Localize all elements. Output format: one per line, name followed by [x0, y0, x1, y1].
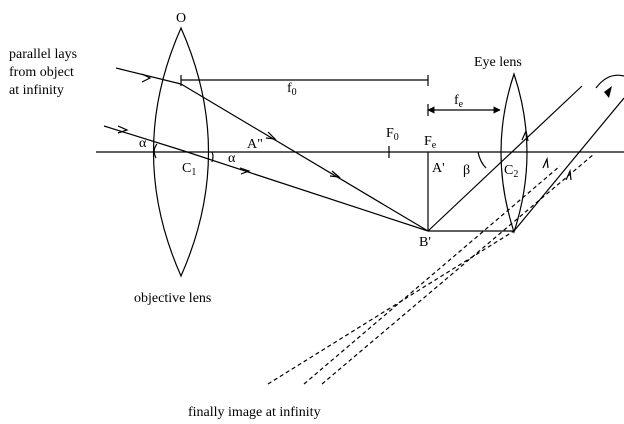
parallel-rays-label-3: at infinity: [9, 83, 64, 98]
beta-arc: [477, 151, 487, 169]
dashed-ray-1: [267, 230, 515, 385]
eye-icon-lid: [595, 74, 624, 89]
eye-icon-pupil: [604, 86, 612, 98]
ray-eye-arrow-1: [521, 129, 529, 142]
C2-label: C2: [504, 163, 518, 180]
objective-lens-label: objective lens: [134, 291, 211, 306]
eye-lens-shape: [500, 72, 528, 234]
beta-label: β: [463, 163, 470, 178]
alpha-left-label: α: [139, 136, 147, 151]
A-prime-label: A': [432, 161, 445, 176]
ray2-refracted: [180, 149, 429, 232]
ray1-arrow-c: [329, 170, 341, 178]
parallel-rays-label-2: from object: [9, 65, 74, 80]
parallel-rays-label-1: parallel lays: [9, 47, 77, 62]
alpha-right-label: α: [228, 151, 236, 166]
F0-label: F0: [386, 126, 399, 143]
objective-top-label: O: [176, 11, 186, 26]
ray2-incoming: [103, 125, 182, 151]
ray1-refracted: [180, 83, 429, 232]
ray1-incoming: [115, 67, 182, 85]
eye-lens-label: Eye lens: [474, 55, 522, 70]
f0-label: f0: [287, 81, 297, 98]
C1-label: C1: [182, 161, 196, 178]
dashed-ray-2: [303, 165, 561, 385]
ray1-arrow-a: [141, 73, 152, 83]
ray2-arrow-a: [117, 125, 129, 134]
emergent-ray-1: [513, 97, 624, 232]
final-image-label: finally image at infinity: [188, 405, 321, 420]
dashed-arrow-1: [542, 156, 549, 169]
objective-lens-shape: [152, 26, 210, 278]
Fe-label: Fe: [424, 134, 437, 151]
ray1-arrow-b: [265, 131, 277, 140]
A-double-label: A": [247, 137, 263, 152]
fe-label: fe: [454, 93, 464, 110]
dashed-ray-3: [321, 153, 595, 385]
dashed-arrow-2: [565, 168, 572, 181]
ray2-arrow-b: [239, 167, 251, 175]
B-prime-label: B': [419, 235, 431, 250]
ray-b-to-eye-1: [427, 85, 583, 232]
alpha-left-arc: [153, 143, 158, 159]
alpha-right-arc: [211, 151, 214, 163]
